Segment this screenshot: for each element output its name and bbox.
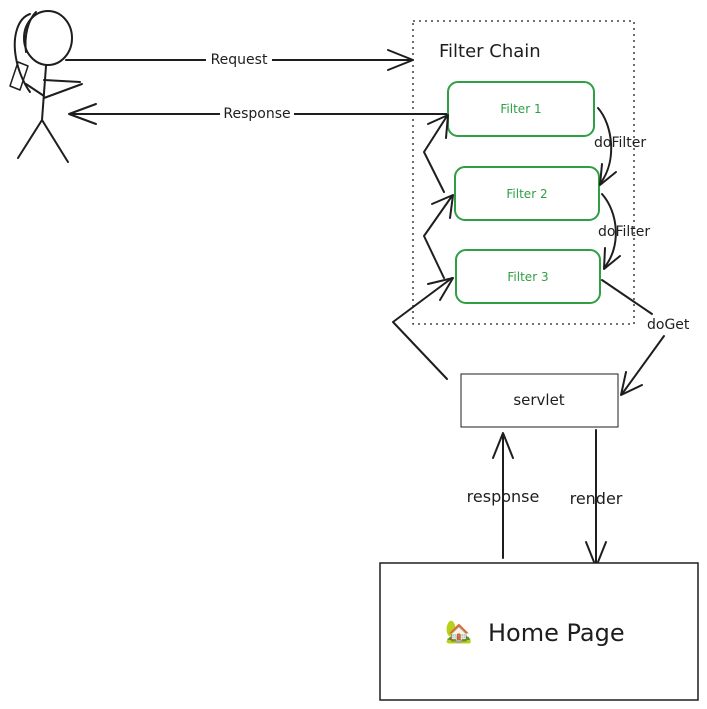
response-label-bg (220, 103, 294, 123)
home-page-label: Home Page (488, 619, 625, 647)
filter-chain-title: Filter Chain (439, 41, 541, 62)
servlet-response-arrow (492, 432, 514, 559)
dofilter-label-2: doFilter (598, 224, 650, 240)
filter-3-box[interactable]: Filter 3 (455, 249, 601, 304)
dofilter-arrow-2 (601, 193, 621, 270)
request-label-bg (206, 49, 272, 69)
filter-chain-container (412, 20, 635, 325)
filter-2-label: Filter 2 (506, 187, 547, 201)
response-label: Response (223, 106, 290, 122)
render-label: render (570, 489, 623, 508)
dofilter-arrow-1 (597, 107, 617, 186)
servlet-label: servlet (513, 391, 564, 409)
house-with-garden-icon: 🏡 (445, 620, 472, 645)
request-label: Request (211, 52, 268, 68)
return-arrow-filter-3-to-filter-2 (423, 194, 454, 279)
filter-3-label: Filter 3 (507, 270, 548, 284)
doget-label: doGet (647, 317, 690, 333)
dofilter-label-1: doFilter (594, 135, 646, 151)
servlet-response-label: response (467, 487, 540, 506)
return-arrow-filter-2-to-filter-1 (423, 114, 449, 193)
filter-1-box[interactable]: Filter 1 (447, 81, 595, 137)
servlet-box[interactable]: servlet (460, 373, 619, 428)
filter-1-label: Filter 1 (500, 102, 541, 116)
filter-2-box[interactable]: Filter 2 (454, 166, 600, 221)
return-arrow-servlet-to-filter-3 (392, 277, 454, 380)
user-stick-figure (9, 10, 83, 163)
doget-arrow (601, 279, 665, 396)
home-page-box[interactable]: 🏡 Home Page (379, 562, 699, 701)
